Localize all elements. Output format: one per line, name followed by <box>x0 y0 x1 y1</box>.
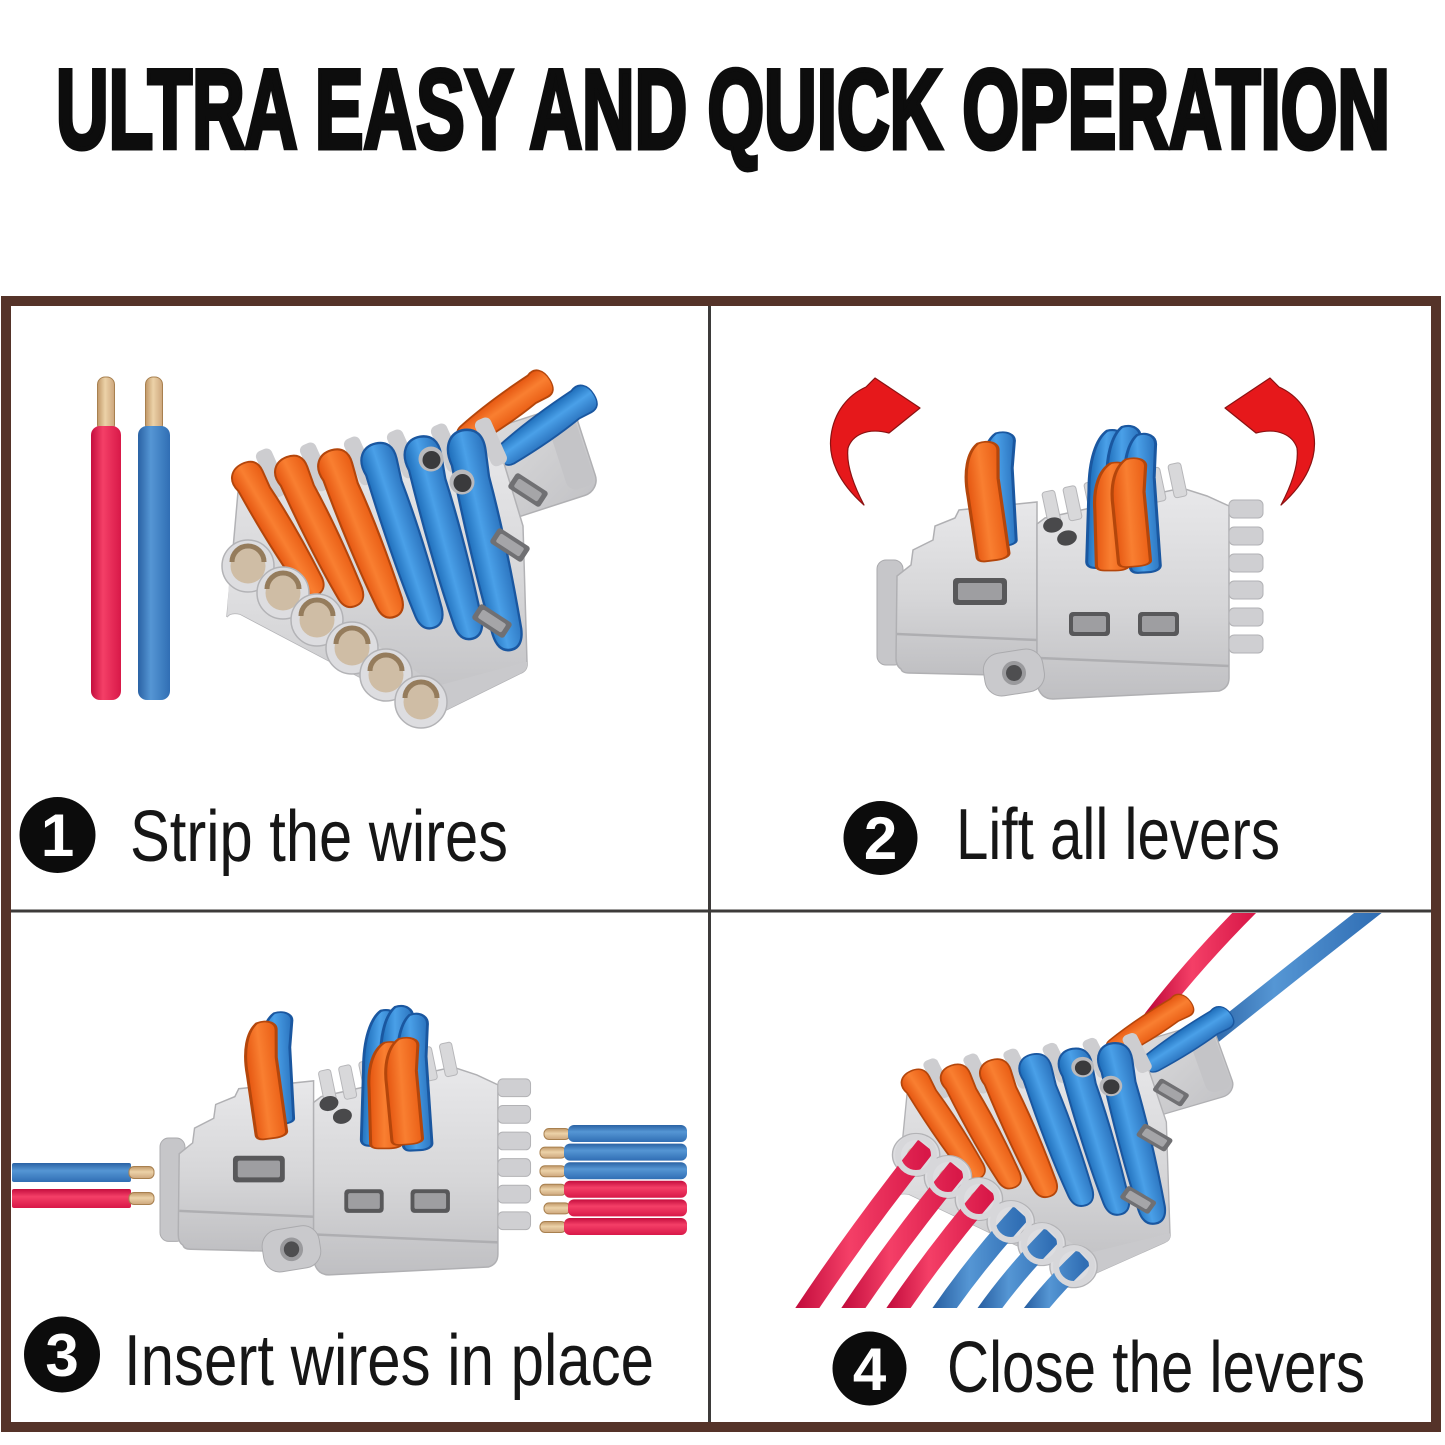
svg-text:1: 1 <box>41 802 74 869</box>
svg-text:Strip the wires: Strip the wires <box>130 797 508 877</box>
svg-text:4: 4 <box>853 1336 887 1403</box>
svg-text:Insert wires in place: Insert wires in place <box>124 1321 654 1401</box>
svg-text:3: 3 <box>45 1322 78 1389</box>
svg-text:Lift all levers: Lift all levers <box>956 795 1280 875</box>
svg-text:ULTRA EASY AND QUICK OPERATION: ULTRA EASY AND QUICK OPERATION <box>56 47 1390 172</box>
svg-text:2: 2 <box>864 805 897 872</box>
svg-text:Close the levers: Close the levers <box>947 1328 1365 1408</box>
